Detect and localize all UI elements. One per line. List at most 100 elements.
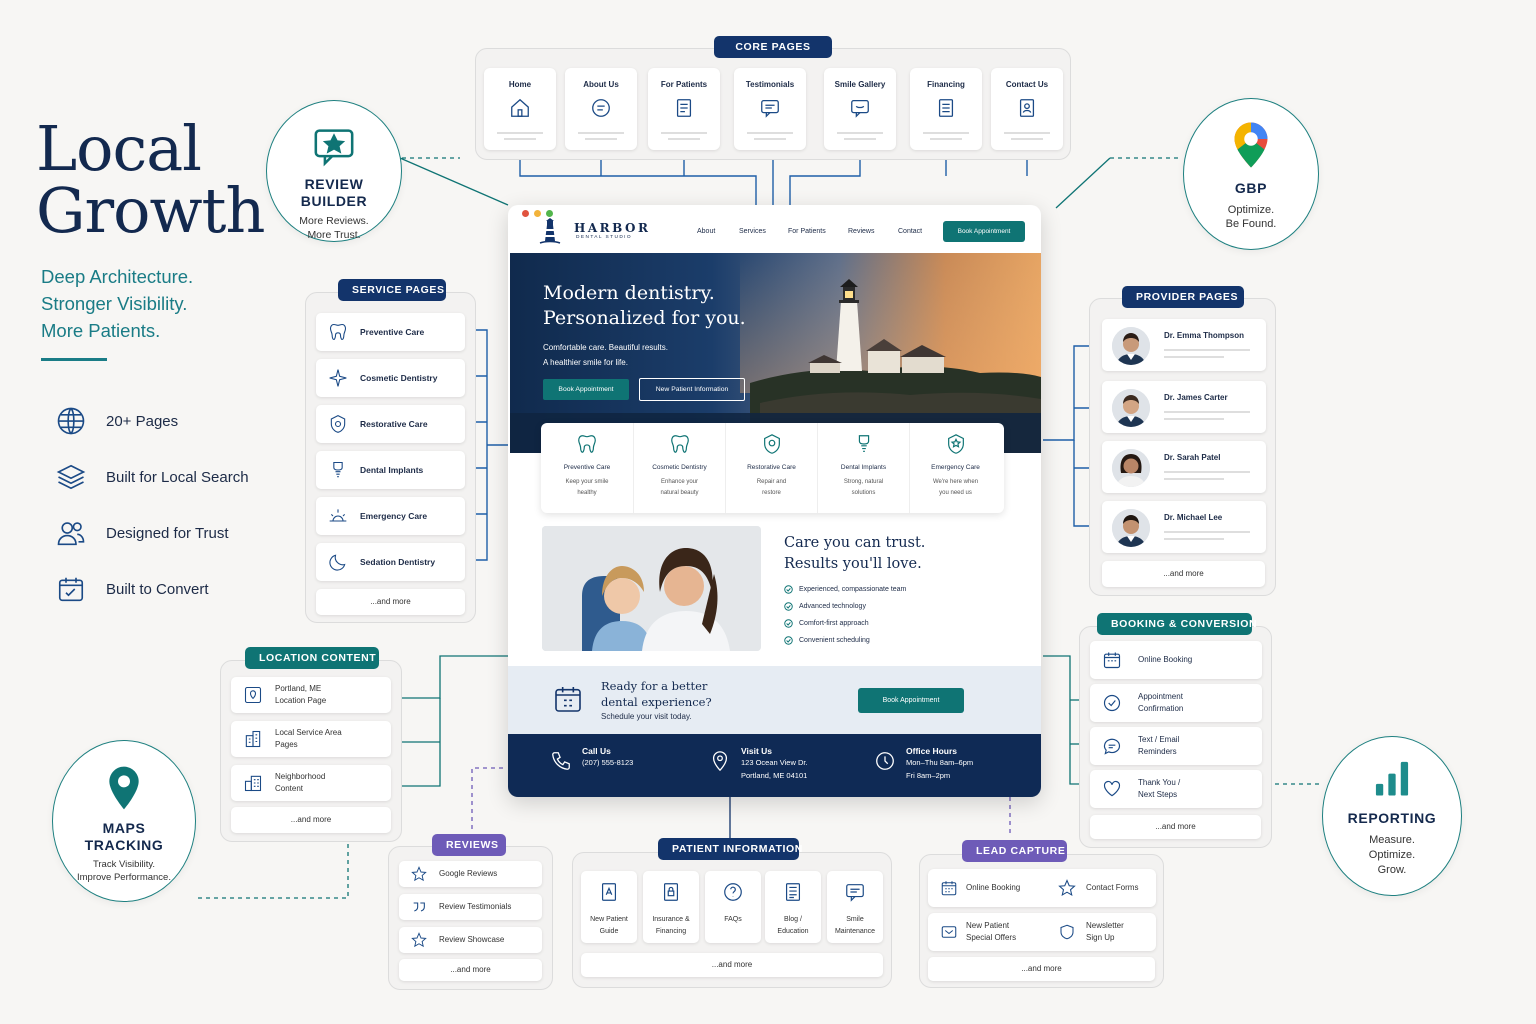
pi-more-link[interactable]: ...and more — [581, 953, 883, 977]
reviews-testimonials[interactable]: Review Testimonials — [399, 894, 542, 920]
provider-michael[interactable]: Dr. Michael Lee — [1102, 501, 1266, 553]
provider-sarah[interactable]: Dr. Sarah Patel — [1102, 441, 1266, 493]
layers-icon — [56, 462, 86, 492]
booking-more-link[interactable]: ...and more — [1090, 815, 1261, 839]
tooth-icon — [328, 322, 348, 342]
nav-for-patients[interactable]: For Patients — [788, 228, 826, 235]
core-page-patients[interactable]: For Patients — [648, 68, 720, 150]
core-page-about[interactable]: About Us — [565, 68, 637, 150]
service-cosmetic[interactable]: Cosmetic Dentistry — [316, 359, 465, 397]
service-tile-desc-1: Enhance your — [660, 479, 699, 485]
nav-reviews[interactable]: Reviews — [848, 228, 875, 235]
service-sedation[interactable]: Sedation Dentistry — [316, 543, 465, 581]
hero-copy-1: Comfortable care. Beautiful results. — [543, 343, 668, 352]
core-page-home[interactable]: Home — [484, 68, 556, 150]
booking-line-2: Next Steps — [1138, 790, 1178, 799]
trust-check-2: Advanced technology — [784, 602, 866, 611]
booking-online[interactable]: Online Booking — [1090, 641, 1262, 679]
nav-book-button[interactable]: Book Appointment — [943, 221, 1025, 242]
pi-line-1: Smile — [846, 916, 864, 923]
pi-insurance[interactable]: Insurance &Financing — [643, 871, 699, 943]
service-tile-desc-2: you need us — [939, 490, 972, 496]
avatar — [1112, 389, 1150, 427]
sparkle-icon — [328, 368, 348, 388]
core-page-contact[interactable]: Contact Us — [991, 68, 1063, 150]
calendar-icon — [56, 574, 86, 604]
footer-call[interactable]: Call Us(207) 555-8123 — [550, 746, 633, 772]
reporting-line-3: Grow. — [1377, 864, 1407, 876]
footer-call-title: Call Us — [582, 746, 611, 756]
pi-blog[interactable]: Blog /Education — [765, 871, 821, 943]
hero-new-patient-button[interactable]: New Patient Information — [639, 378, 745, 401]
location-line-2: Content — [275, 784, 304, 793]
star-icon — [1058, 879, 1076, 897]
pi-faqs[interactable]: FAQs — [705, 871, 761, 943]
lighthouse-logo-icon[interactable] — [538, 217, 562, 245]
website-mockup: HARBOR DENTAL STUDIO About Services For … — [508, 205, 1041, 797]
reviews-panel: Google Reviews Review Testimonials Revie… — [388, 846, 553, 990]
maps-tracking-badge: MAPS TRACKING Track Visibility. Improve … — [52, 740, 196, 902]
trust-check-1: Experienced, compassionate team — [784, 585, 906, 594]
star-icon — [411, 866, 427, 882]
location-more-link[interactable]: ...and more — [231, 807, 391, 833]
check-icon — [784, 602, 793, 611]
reviews-more-link[interactable]: ...and more — [399, 959, 542, 981]
service-implants[interactable]: Dental Implants — [316, 451, 465, 489]
star-shield-icon — [945, 433, 967, 455]
lead-contact-forms[interactable]: Contact Forms — [1086, 883, 1139, 892]
review-builder-title-2: BUILDER — [300, 193, 368, 209]
trust-check-3: Comfort-first approach — [784, 619, 869, 628]
tagline-3: More Patients. — [41, 320, 161, 341]
booking-thank-you[interactable]: Thank You /Next Steps — [1090, 770, 1262, 808]
reviews-google[interactable]: Google Reviews — [399, 861, 542, 887]
booking-line-1: Text / Email — [1138, 735, 1180, 744]
service-restorative[interactable]: Restorative Care — [316, 405, 465, 443]
reviews-showcase[interactable]: Review Showcase — [399, 927, 542, 953]
provider-emma[interactable]: Dr. Emma Thompson — [1102, 319, 1266, 371]
service-tile-desc-1: We're here when — [932, 479, 979, 485]
core-page-financing[interactable]: Financing — [910, 68, 982, 150]
provider-more-link[interactable]: ...and more — [1102, 561, 1265, 587]
shield-tooth-icon — [761, 433, 783, 455]
calendar-icon — [552, 682, 584, 716]
core-page-testimonials[interactable]: Testimonials — [734, 68, 806, 150]
service-emergency[interactable]: Emergency Care — [316, 497, 465, 535]
nav-about[interactable]: About — [697, 228, 716, 235]
hero-book-button[interactable]: Book Appointment — [543, 379, 629, 400]
lead-online-booking[interactable]: Online Booking — [966, 883, 1021, 892]
check-icon — [784, 636, 793, 645]
reviews-label: Review Testimonials — [439, 902, 512, 911]
service-tile-desc-1: Repair and — [756, 479, 787, 485]
service-label: Restorative Care — [360, 419, 428, 429]
pi-line-2: Education — [777, 928, 809, 935]
maps-title-2: TRACKING — [84, 837, 164, 853]
lead-more-link[interactable]: ...and more — [928, 957, 1155, 981]
provider-james[interactable]: Dr. James Carter — [1102, 381, 1266, 433]
cta-book-button[interactable]: Book Appointment — [858, 688, 964, 713]
service-more-link[interactable]: ...and more — [316, 589, 465, 615]
cta-band: Ready for a better dental experience? Sc… — [508, 666, 1041, 734]
lead-line-2: Special Offers — [966, 933, 1017, 942]
nav-contact[interactable]: Contact — [898, 228, 923, 235]
core-page-gallery[interactable]: Smile Gallery — [824, 68, 896, 150]
reporting-line-1: Measure. — [1369, 834, 1415, 846]
service-preventive[interactable]: Preventive Care — [316, 313, 465, 351]
footer-hours-title: Office Hours — [906, 746, 958, 756]
nav-services[interactable]: Services — [739, 228, 766, 235]
